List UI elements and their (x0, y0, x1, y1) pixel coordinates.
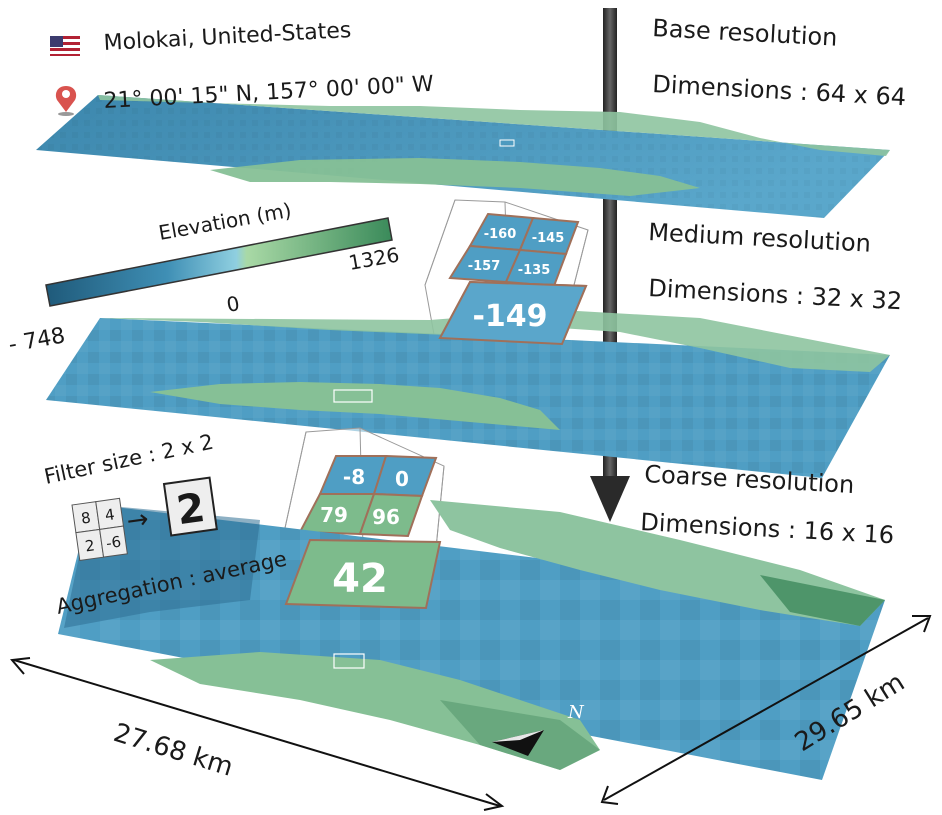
filter-result-box: 2 (162, 476, 218, 537)
lower-result-value: 42 (332, 556, 388, 602)
lower-cell-3-value: 79 (320, 503, 348, 527)
filter-arrow: → (125, 504, 151, 537)
filter-cell-4: -6 (105, 533, 122, 553)
upper-result-value: -149 (472, 299, 547, 334)
medium-resolution-plane: -149 (46, 280, 890, 478)
filter-cell-1: 8 (80, 509, 92, 528)
lower-cell-2-value: 0 (395, 467, 409, 491)
north-arrow-icon (492, 730, 544, 756)
location-header: Molokai, United-States 21° 00' 15" N, 15… (50, 18, 435, 116)
upper-cell-1-value: -160 (484, 227, 517, 242)
level-labels: Base resolution Dimensions : 64 x 64 Med… (640, 14, 907, 549)
width-label: 27.68 km (110, 718, 236, 783)
base-resolution-plane (36, 95, 890, 218)
medium-title: Medium resolution (648, 218, 872, 258)
filter-result: 2 (174, 485, 208, 534)
upper-cell-2-value: -145 (532, 231, 565, 246)
lower-cell-1-value: -8 (343, 465, 365, 489)
medium-selection-square (333, 389, 373, 403)
coarse-selection-square (333, 653, 365, 669)
colorbar-min: - 748 (7, 323, 67, 358)
location-name: Molokai, United-States (103, 18, 352, 56)
coarse-resolution-plane: 42 N (58, 500, 885, 780)
colorbar-title: Elevation (m) (157, 198, 293, 245)
filter-grid: 8 4 2 -6 (71, 497, 128, 562)
filter-cell-3: 2 (84, 536, 96, 555)
lower-cell-4 (358, 492, 424, 538)
upper-cell-4-value: -135 (518, 263, 551, 278)
colorbar-zero: 0 (225, 291, 242, 317)
base-title: Base resolution (652, 14, 838, 52)
base-dimensions: Dimensions : 64 x 64 (652, 70, 907, 111)
upper-cell-3-value: -157 (468, 259, 501, 274)
medium-dimensions: Dimensions : 32 x 32 (648, 274, 903, 315)
map-pin-icon (55, 86, 77, 116)
filter-cell-2: 4 (104, 505, 116, 524)
lower-cell-4-value: 96 (372, 505, 400, 529)
base-selection-square (499, 139, 515, 147)
lower-result-cell (284, 538, 442, 610)
compass-label: N (567, 702, 585, 723)
colorbar-gradient (45, 217, 393, 307)
us-flag-icon (50, 36, 80, 56)
